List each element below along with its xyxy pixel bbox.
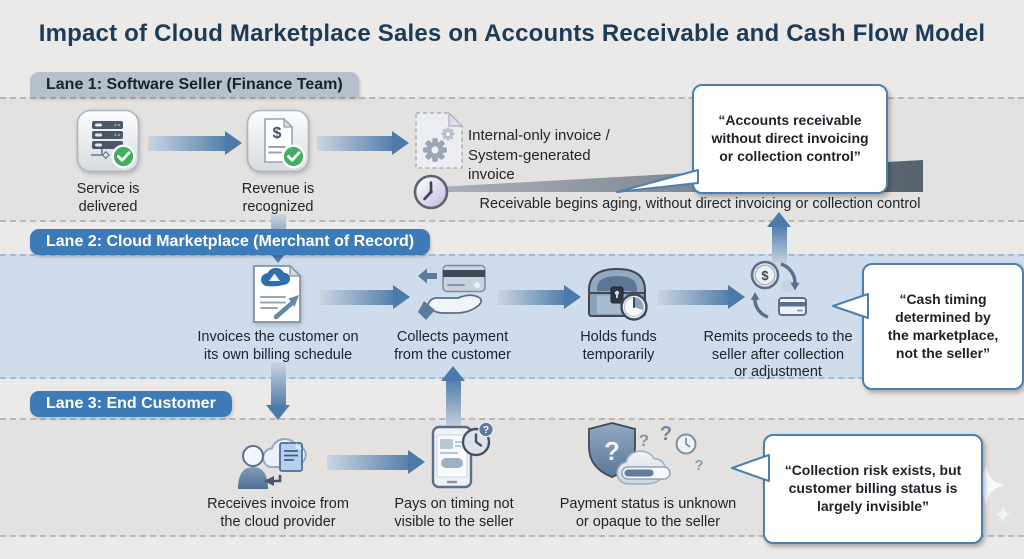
callout-collection-risk: “Collection risk exists, but customer bi…	[731, 434, 983, 544]
step-label: Payment status is unknown or opaque to t…	[559, 496, 737, 530]
step-label: Internal-only invoice / System-generated…	[468, 127, 610, 183]
aging-note: Receivable begins aging, without direct …	[479, 196, 921, 212]
step-label: Remits proceeds to the seller after coll…	[703, 329, 853, 381]
callout-text: “Collection risk exists, but customer bi…	[784, 461, 962, 514]
flow-arrow-right	[497, 285, 581, 309]
locked-chest-timer-icon	[584, 264, 650, 327]
hand-card-icon	[418, 264, 488, 327]
callout-text: “Cash timing determined by the marketpla…	[887, 290, 999, 361]
step-label: Receives invoice from the cloud provider	[207, 496, 349, 530]
sparkle-icon	[962, 462, 1014, 541]
flow-arrow-up	[441, 366, 465, 430]
step-label: Invoices the customer on its own billing…	[197, 329, 359, 363]
flow-arrow-right	[657, 285, 745, 309]
lane1-label: Lane 1: Software Seller (Finance Team)	[30, 72, 359, 97]
step-label: Revenue is recognized	[241, 181, 315, 215]
phone-timing-icon: ?	[428, 421, 494, 497]
svg-text:$: $	[273, 125, 282, 142]
flow-arrow-right	[320, 285, 410, 309]
svg-text:?: ?	[694, 457, 703, 474]
money-cycle-icon: $	[748, 260, 808, 327]
step-label: Holds funds temporarily	[580, 329, 657, 363]
lane2-band	[0, 254, 1024, 379]
lane3-label: Lane 3: End Customer	[30, 391, 232, 417]
step-label: Pays on timing not visible to the seller	[394, 496, 514, 530]
lane2-label: Lane 2: Cloud Marketplace (Merchant of R…	[30, 229, 431, 255]
flow-arrow-down	[266, 362, 290, 420]
callout-text: “Accounts receivable without direct invo…	[711, 111, 869, 164]
server-check-icon	[76, 109, 140, 178]
svg-text:?: ?	[660, 423, 672, 445]
flow-arrow-right	[148, 131, 242, 155]
cloud-invoice-icon	[249, 263, 305, 330]
step-label: Collects payment from the customer	[394, 329, 511, 363]
svg-text:?: ?	[639, 431, 649, 450]
page-title: Impact of Cloud Marketplace Sales on Acc…	[38, 20, 986, 47]
flow-arrow-up	[767, 212, 791, 265]
callout-accounts-receivable: “Accounts receivable without direct invo…	[616, 84, 888, 194]
system-invoice-icon	[411, 109, 467, 177]
svg-text:$: $	[761, 268, 769, 283]
flow-arrow-right	[327, 450, 425, 474]
flow-arrow-right	[317, 131, 409, 155]
svg-text:?: ?	[483, 425, 489, 436]
step-label: Service is delivered	[76, 181, 140, 215]
callout-cash-timing: “Cash timing determined by the marketpla…	[832, 263, 1024, 391]
customer-cloud-invoice-icon	[236, 427, 318, 496]
clock-icon	[412, 173, 450, 216]
unknown-status-icon: ? ? ? ?	[582, 420, 714, 499]
invoice-check-icon: $	[246, 109, 310, 178]
svg-text:?: ?	[604, 436, 620, 466]
